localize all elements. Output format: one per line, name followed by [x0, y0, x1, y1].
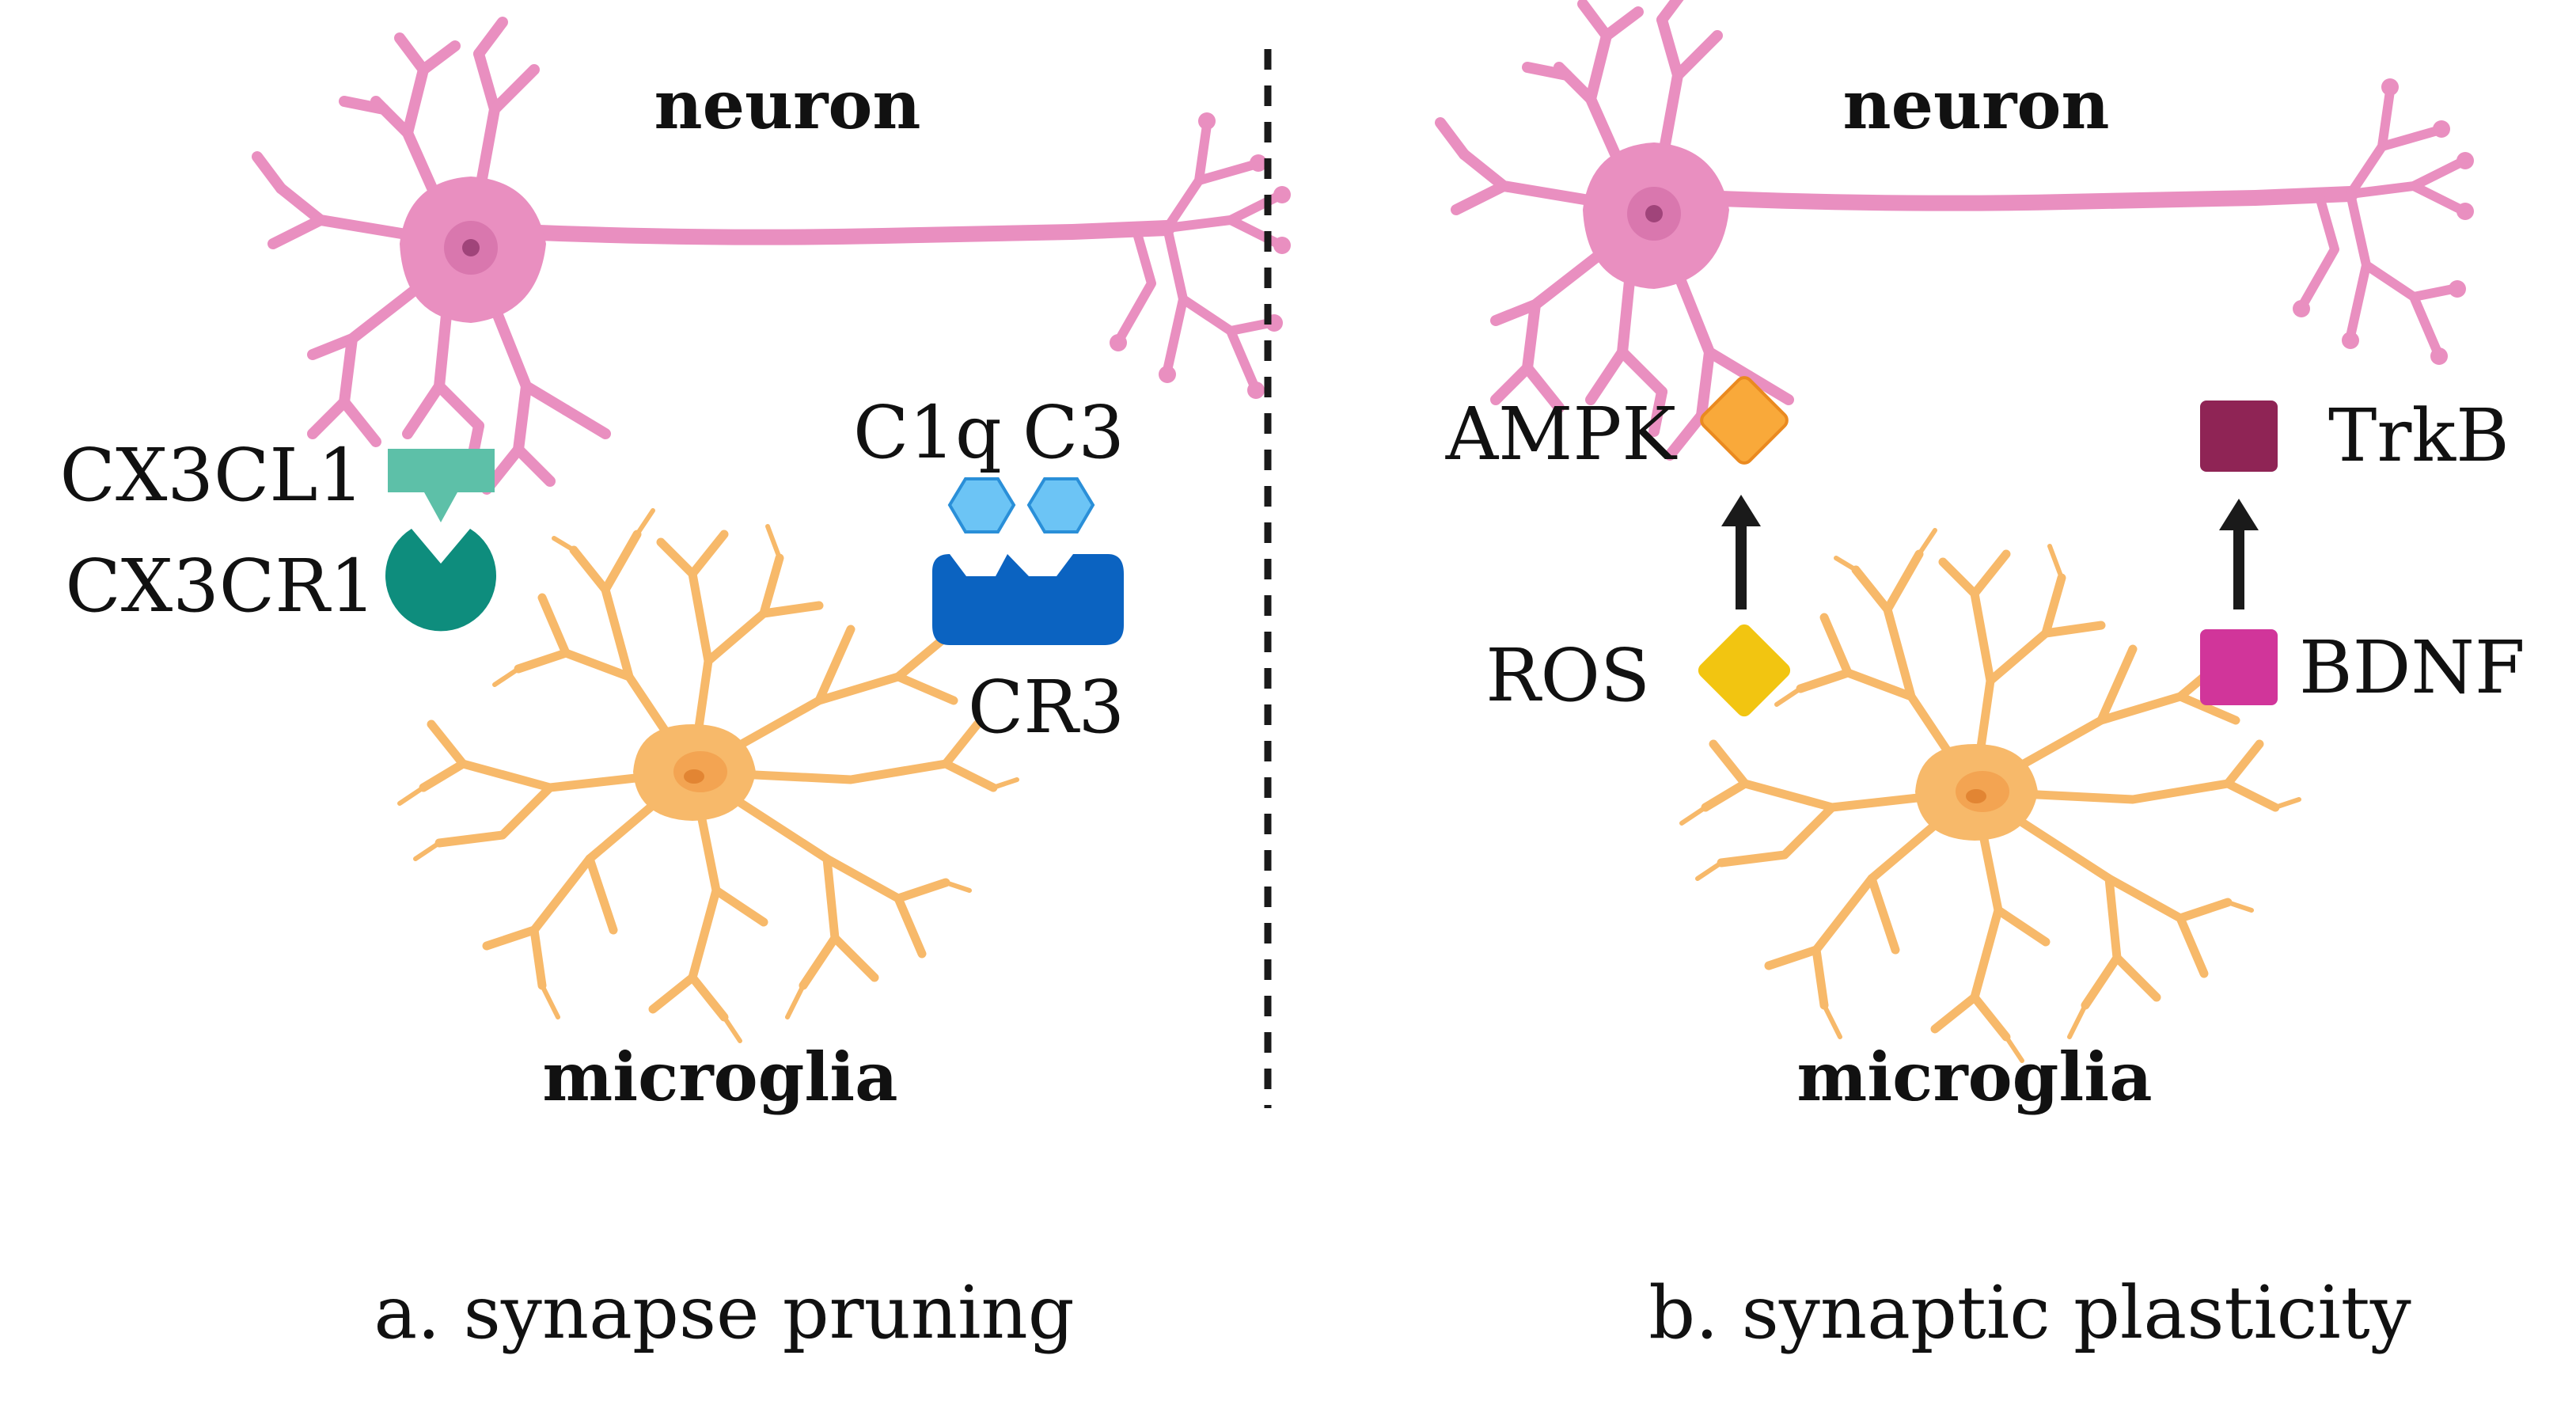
bdnf-to-trkb-arrow	[2219, 499, 2259, 609]
ampk-label: AMPK	[1445, 392, 1679, 476]
cx3cl1-ligand-shape	[388, 449, 495, 522]
trkb-label: TrkB	[2328, 393, 2510, 478]
bdnf-square-icon	[2200, 629, 2278, 705]
microglia-label-b: microglia	[1796, 1038, 2152, 1116]
c1q-label: C1q	[853, 390, 1002, 475]
ros-label: ROS	[1485, 633, 1650, 718]
trkb-square-icon	[2200, 401, 2278, 472]
cx3cr1-label: CX3CR1	[65, 544, 376, 628]
neuron-label-a: neuron	[654, 66, 921, 144]
caption-a: a. synapse pruning	[374, 1270, 1074, 1355]
c3-hexagon-icon	[1026, 477, 1095, 533]
c1q-hexagon-icon	[947, 477, 1016, 533]
ros-diamond-icon	[1698, 624, 1791, 717]
neuron-label-b: neuron	[1843, 66, 2110, 144]
ros-to-ampk-arrow	[1721, 495, 1761, 609]
bdnf-label: BDNF	[2299, 625, 2525, 710]
cr3-label: CR3	[968, 665, 1125, 750]
cx3cr1-receptor-shape	[385, 529, 496, 632]
microglia-illustration-b	[1682, 530, 2299, 1061]
caption-b: b. synaptic plasticity	[1648, 1270, 2411, 1355]
panel-b: neuron microglia AMPK ROS TrkB BDNF b. s…	[1440, 0, 2525, 1355]
cx3cl1-label: CX3CL1	[60, 433, 364, 518]
ampk-diamond-icon	[1700, 376, 1789, 465]
panel-a: neuron microglia CX3CL1 CX3CR1 C1q C3 CR…	[60, 22, 1291, 1355]
cr3-receptor-shape	[932, 554, 1124, 645]
microglia-label-a: microglia	[542, 1038, 897, 1116]
c3-label: C3	[1022, 390, 1125, 475]
